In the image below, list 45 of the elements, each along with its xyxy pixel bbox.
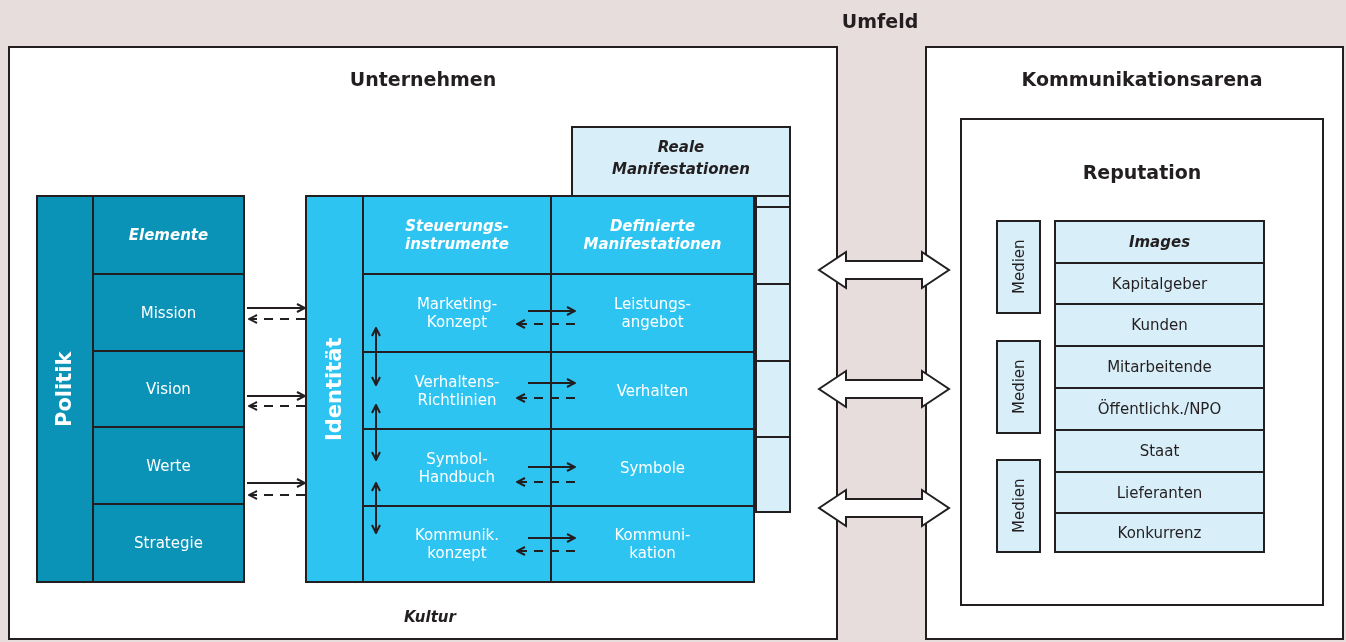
policy-block — [36, 195, 245, 583]
arrow — [527, 462, 576, 472]
double-block-arrow — [817, 369, 951, 409]
image-cell: Images — [1054, 220, 1265, 264]
dashed-arrow — [248, 490, 306, 500]
vertical-label: Identität — [320, 336, 347, 443]
dashed-arrow — [516, 546, 576, 556]
image-cell: Kapitalgeber — [1054, 262, 1265, 305]
dashed-arrow — [248, 314, 306, 324]
dashed-arrow — [248, 401, 306, 411]
section-panel — [925, 46, 1344, 640]
arrow — [246, 303, 306, 313]
arrow — [371, 327, 381, 386]
image-cell: Konkurrenz — [1054, 512, 1265, 553]
arrow — [371, 482, 381, 534]
arrow — [246, 478, 306, 488]
section-title: Reputation — [1081, 161, 1203, 183]
double-block-arrow — [817, 250, 951, 290]
image-cell: Öffentlichk./NPO — [1054, 387, 1265, 431]
dashed-arrow — [516, 393, 576, 403]
caption-label: Kultur — [403, 608, 458, 626]
double-block-arrow — [817, 488, 951, 528]
section-title: Kommunikationsarena — [1020, 68, 1264, 90]
media-box: Medien — [996, 340, 1041, 434]
section-panel — [960, 118, 1324, 606]
image-cell: Mitarbeitende — [1054, 345, 1265, 389]
image-cell: Staat — [1054, 429, 1265, 473]
image-cell: Kunden — [1054, 303, 1265, 347]
arrow — [371, 404, 381, 461]
manifestation-panel — [571, 126, 791, 197]
identity-block — [305, 195, 755, 583]
arrow — [527, 378, 576, 388]
section-title: Unternehmen — [348, 68, 498, 90]
arrow — [527, 533, 576, 543]
dashed-arrow — [516, 477, 576, 487]
section-title: Reale Manifestationen — [611, 137, 751, 180]
vertical-label: Politik — [51, 350, 77, 429]
image-cell: Lieferanten — [1054, 471, 1265, 514]
arrow — [527, 306, 576, 316]
section-panel — [8, 46, 838, 640]
section-title: Umfeld — [840, 10, 920, 32]
arrow — [246, 391, 306, 401]
media-box: Medien — [996, 220, 1041, 314]
media-box: Medien — [996, 459, 1041, 553]
dashed-arrow — [516, 319, 576, 329]
